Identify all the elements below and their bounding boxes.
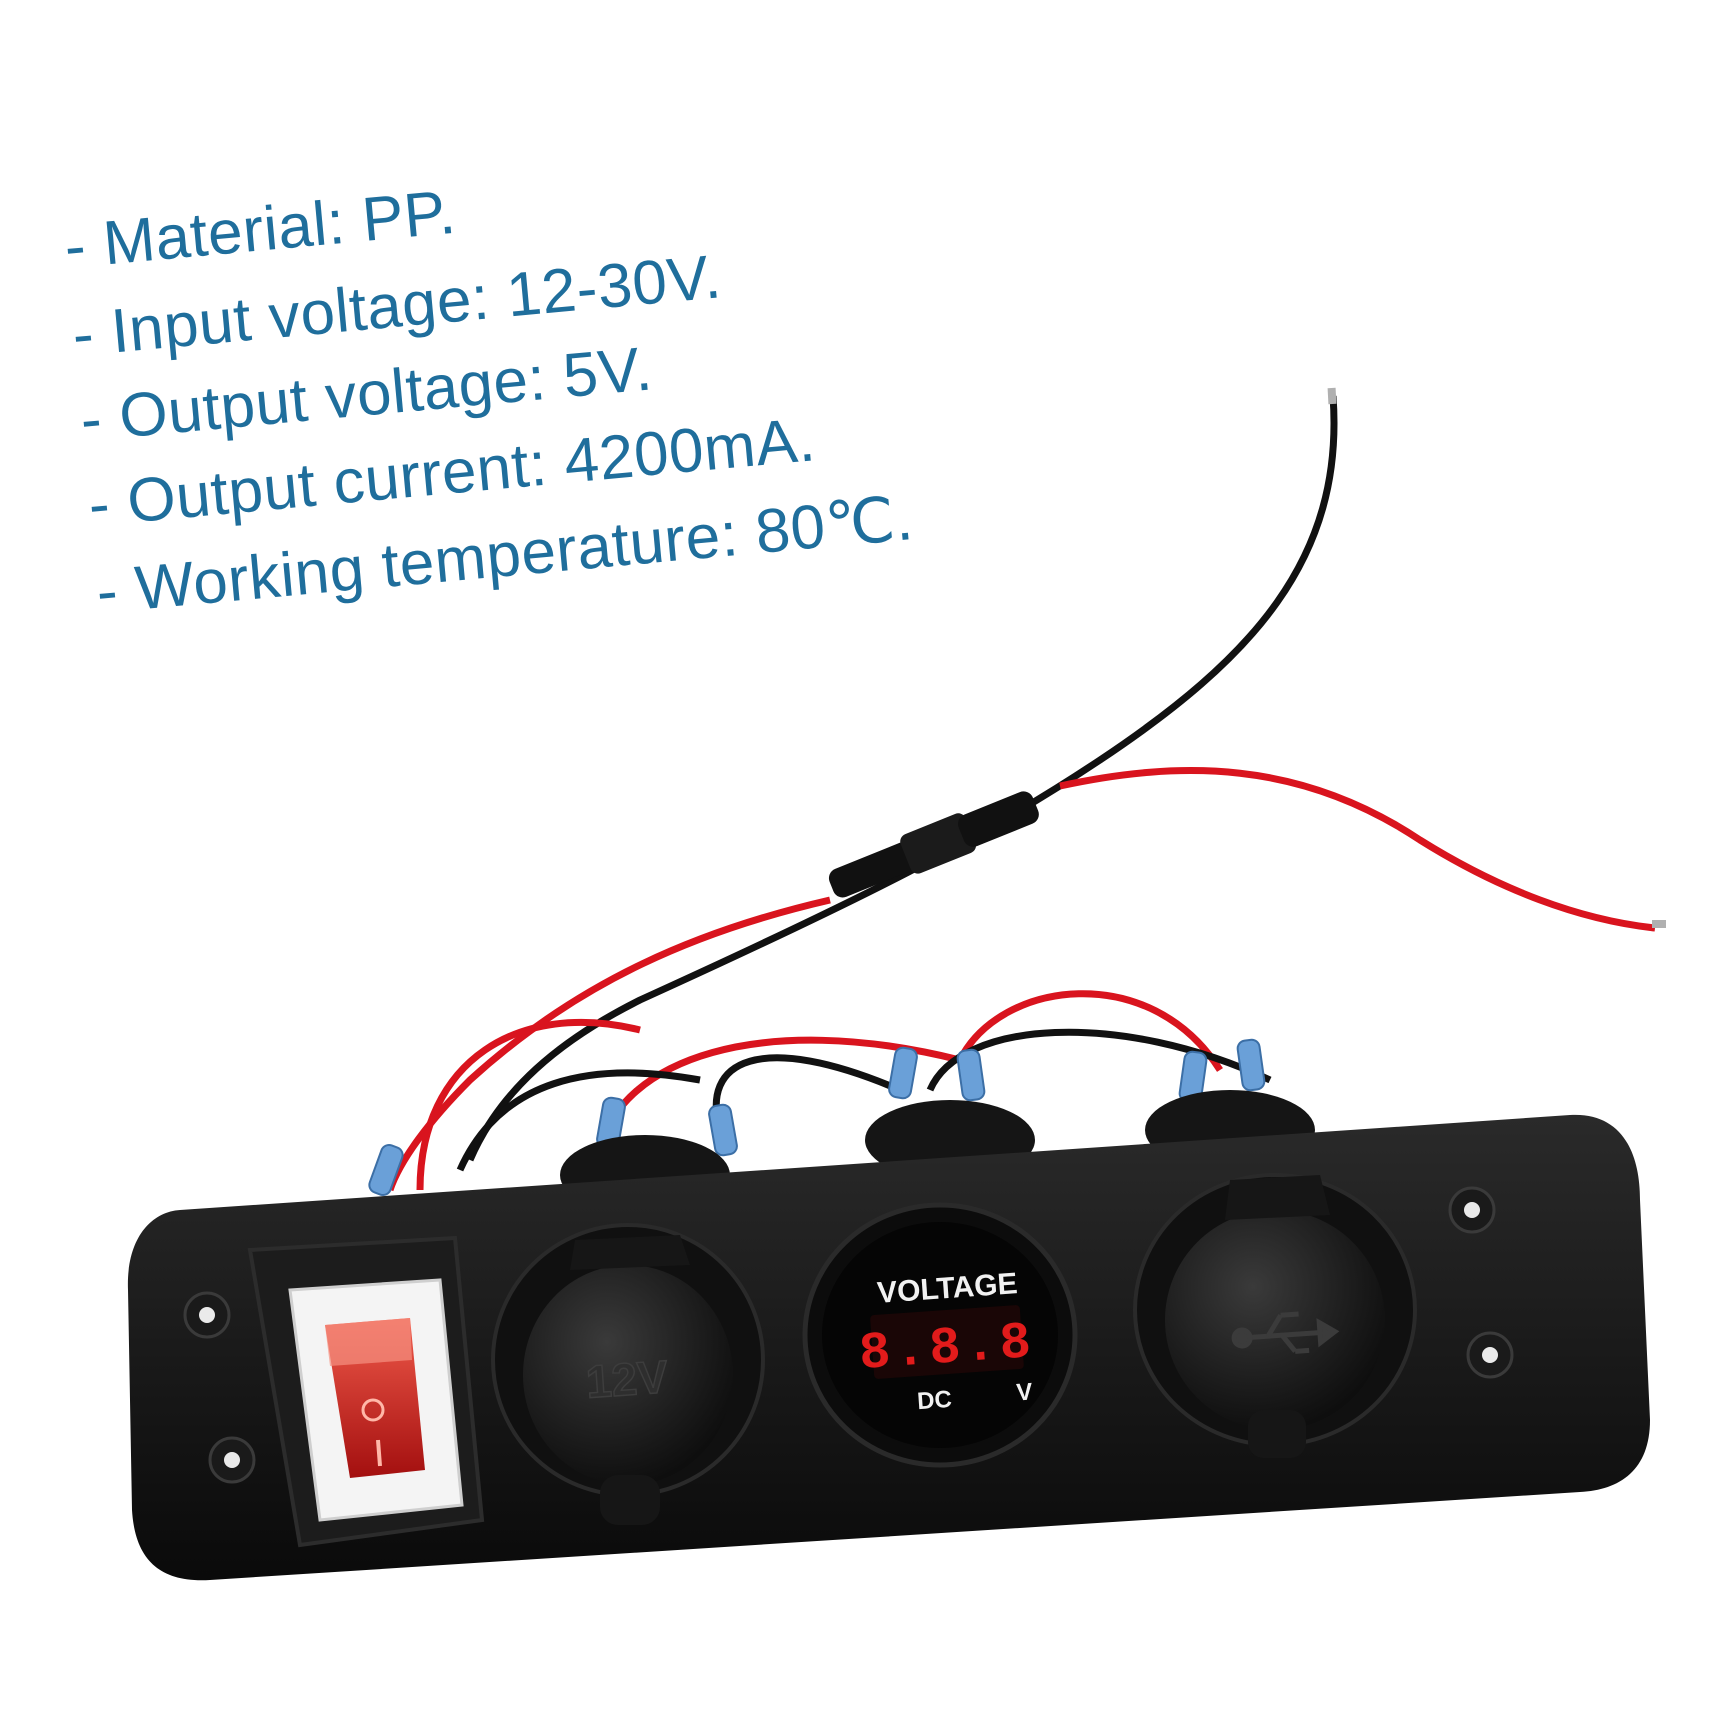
socket-12v[interactable]: 12V: [491, 1223, 765, 1525]
usb-icon: [1231, 1311, 1340, 1354]
voltmeter-display: 8.8.8: [857, 1313, 1037, 1384]
input-wires: [386, 387, 1666, 1192]
fuse-holder: [828, 791, 1039, 898]
usb-socket[interactable]: [1133, 1173, 1417, 1458]
voltmeter-dc-label: DC: [916, 1386, 952, 1415]
voltmeter-v-label: V: [1016, 1378, 1034, 1406]
socket-12v-label: 12V: [584, 1350, 670, 1408]
rocker-switch[interactable]: [247, 1235, 485, 1548]
voltmeter: VOLTAGE 8.8.8 DC V: [802, 1202, 1078, 1468]
spade-connectors: [368, 1038, 1266, 1197]
